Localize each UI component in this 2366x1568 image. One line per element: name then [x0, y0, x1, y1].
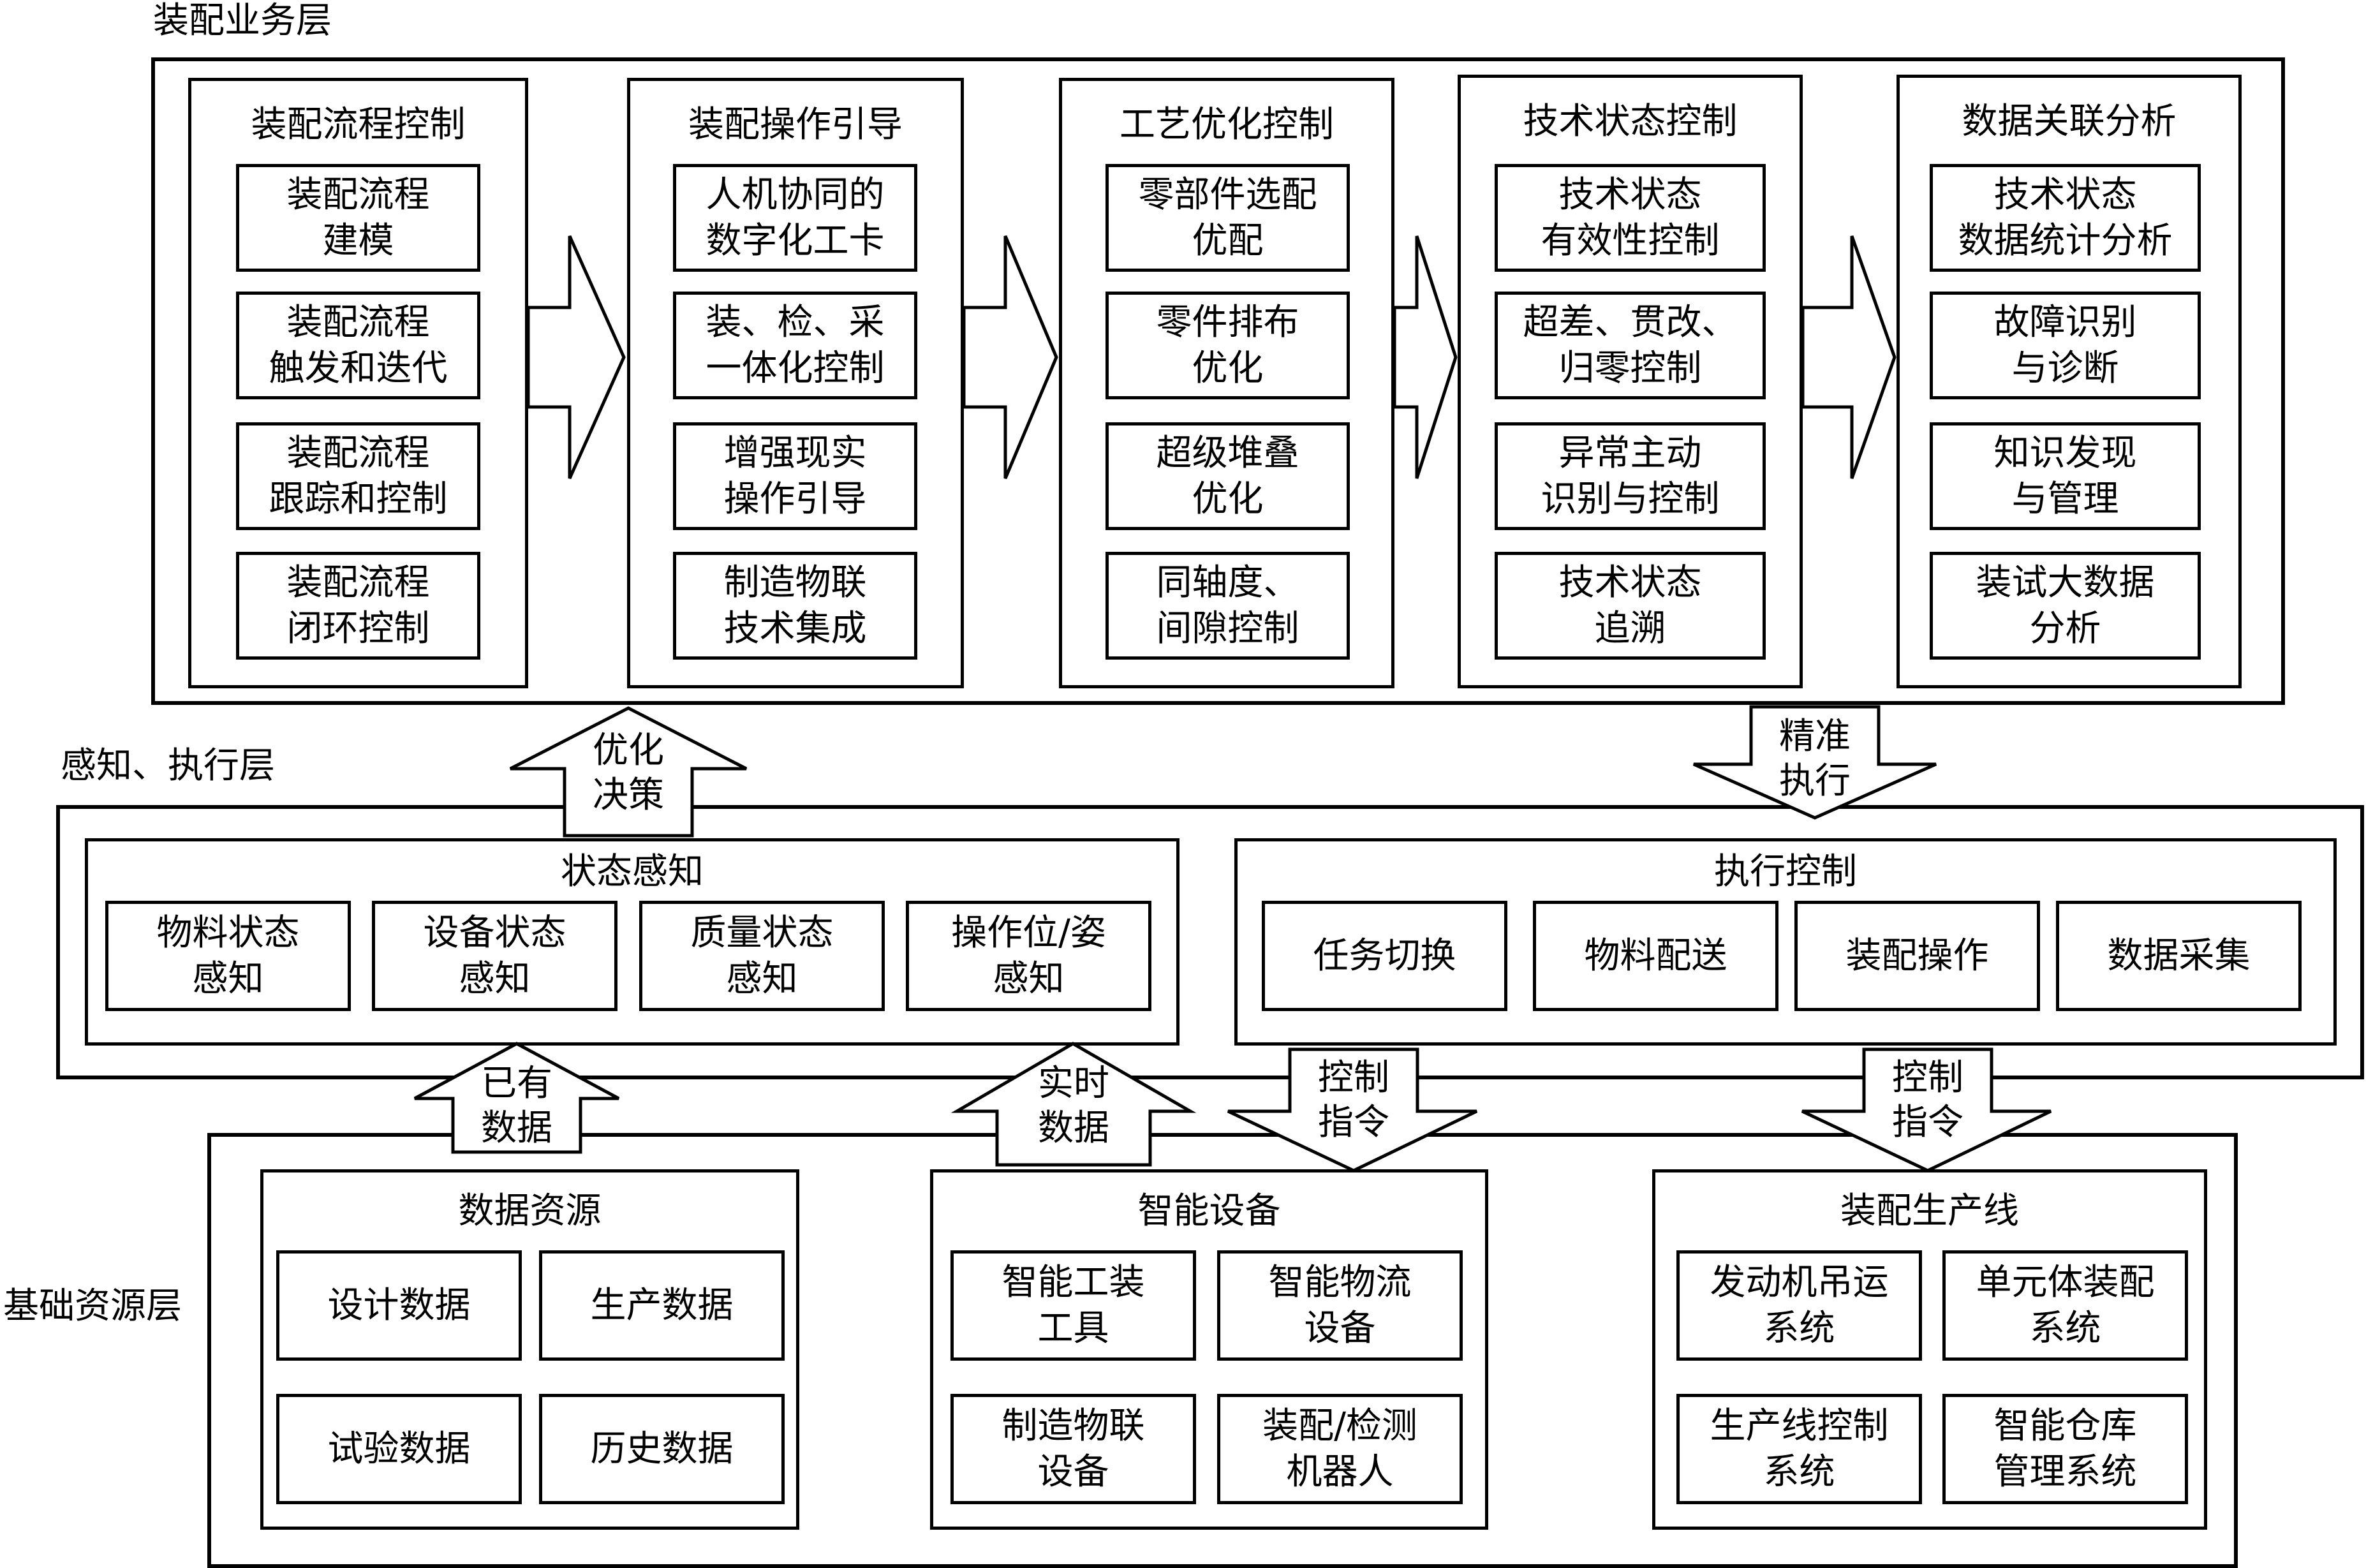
existing-data-label: 已有 数据	[481, 1063, 552, 1149]
flow-arrow-right-icon	[526, 235, 626, 480]
business-item: 超差、贯改、 归零控制	[1495, 292, 1766, 399]
data-item: 设计数据	[276, 1250, 522, 1361]
control-command-label: 控制 指令	[1318, 1057, 1389, 1143]
panel-title: 装配生产线	[1840, 1190, 2019, 1232]
perception-item: 物料状态 感知	[105, 901, 351, 1011]
line-item: 单元体装配 系统	[1942, 1250, 2188, 1361]
column-title: 数据关联分析	[1962, 101, 2177, 142]
layer-label-sensing: 感知、执行层	[61, 745, 275, 787]
business-item: 零件排布 优化	[1105, 292, 1350, 399]
control-command-arrow-icon	[1801, 1047, 2052, 1172]
data-item: 试验数据	[276, 1394, 522, 1504]
column-title: 技术状态控制	[1523, 101, 1738, 142]
optimize-decision-arrow-icon	[509, 706, 748, 838]
device-item: 智能物流 设备	[1217, 1250, 1463, 1361]
business-item: 制造物联 技术集成	[673, 552, 917, 660]
business-item: 人机协同的 数字化工卡	[673, 164, 917, 272]
execution-item: 任务切换	[1262, 901, 1507, 1011]
execution-item: 数据采集	[2056, 901, 2302, 1011]
column-title: 工艺优化控制	[1120, 104, 1334, 145]
business-item: 知识发现 与管理	[1930, 422, 2201, 530]
control-command-arrow-icon	[1227, 1047, 1478, 1172]
precise-execution-label: 精准 执行	[1779, 716, 1851, 802]
realtime-data-arrow-icon	[950, 1042, 1197, 1167]
panel-title: 智能设备	[1137, 1190, 1281, 1232]
column-title: 装配操作引导	[688, 104, 903, 145]
business-item: 技术状态 数据统计分析	[1930, 164, 2201, 272]
business-item: 增强现实 操作引导	[673, 422, 917, 530]
perception-item: 设备状态 感知	[372, 901, 617, 1011]
business-item: 装配流程 触发和迭代	[236, 292, 480, 399]
line-item: 智能仓库 管理系统	[1942, 1394, 2188, 1504]
business-item: 故障识别 与诊断	[1930, 292, 2201, 399]
business-item: 同轴度、 间隙控制	[1105, 552, 1350, 660]
business-item: 装配流程 建模	[236, 164, 480, 272]
business-item: 装、检、采 一体化控制	[673, 292, 917, 399]
panel-title: 执行控制	[1714, 851, 1857, 892]
perception-item: 质量状态 感知	[639, 901, 885, 1011]
data-item: 生产数据	[539, 1250, 785, 1361]
data-item: 历史数据	[539, 1394, 785, 1504]
line-item: 发动机吊运 系统	[1676, 1250, 1922, 1361]
execution-item: 装配操作	[1794, 901, 2040, 1011]
business-item: 技术状态 有效性控制	[1495, 164, 1766, 272]
control-command-label: 控制 指令	[1892, 1057, 1963, 1143]
layer-label-business: 装配业务层	[153, 0, 332, 41]
business-item: 装试大数据 分析	[1930, 552, 2201, 660]
device-item: 制造物联 设备	[950, 1394, 1196, 1504]
panel-title: 状态感知	[561, 851, 704, 892]
flow-arrow-right-icon	[962, 235, 1058, 479]
device-item: 装配/检测 机器人	[1217, 1394, 1463, 1504]
business-item: 零部件选配 优配	[1105, 164, 1350, 272]
device-item: 智能工装 工具	[950, 1250, 1196, 1361]
execution-item: 物料配送	[1533, 901, 1778, 1011]
existing-data-arrow-icon	[413, 1042, 620, 1154]
business-item: 装配流程 闭环控制	[236, 552, 480, 660]
perception-item: 操作位/姿 感知	[906, 901, 1151, 1011]
layer-label-resource: 基础资源层	[3, 1285, 182, 1327]
line-item: 生产线控制 系统	[1676, 1394, 1922, 1504]
column-title: 装配流程控制	[251, 104, 466, 145]
optimize-decision-label: 优化 决策	[593, 730, 664, 816]
business-item: 超级堆叠 优化	[1105, 422, 1350, 530]
flow-arrow-right-icon	[1393, 235, 1458, 479]
business-item: 技术状态 追溯	[1495, 552, 1766, 660]
business-item: 装配流程 跟踪和控制	[236, 422, 480, 530]
flow-arrow-right-icon	[1801, 235, 1896, 479]
panel-title: 数据资源	[458, 1190, 602, 1232]
business-item: 异常主动 识别与控制	[1495, 422, 1766, 530]
realtime-data-label: 实时 数据	[1038, 1063, 1109, 1149]
precise-execution-arrow-icon	[1692, 705, 1937, 820]
